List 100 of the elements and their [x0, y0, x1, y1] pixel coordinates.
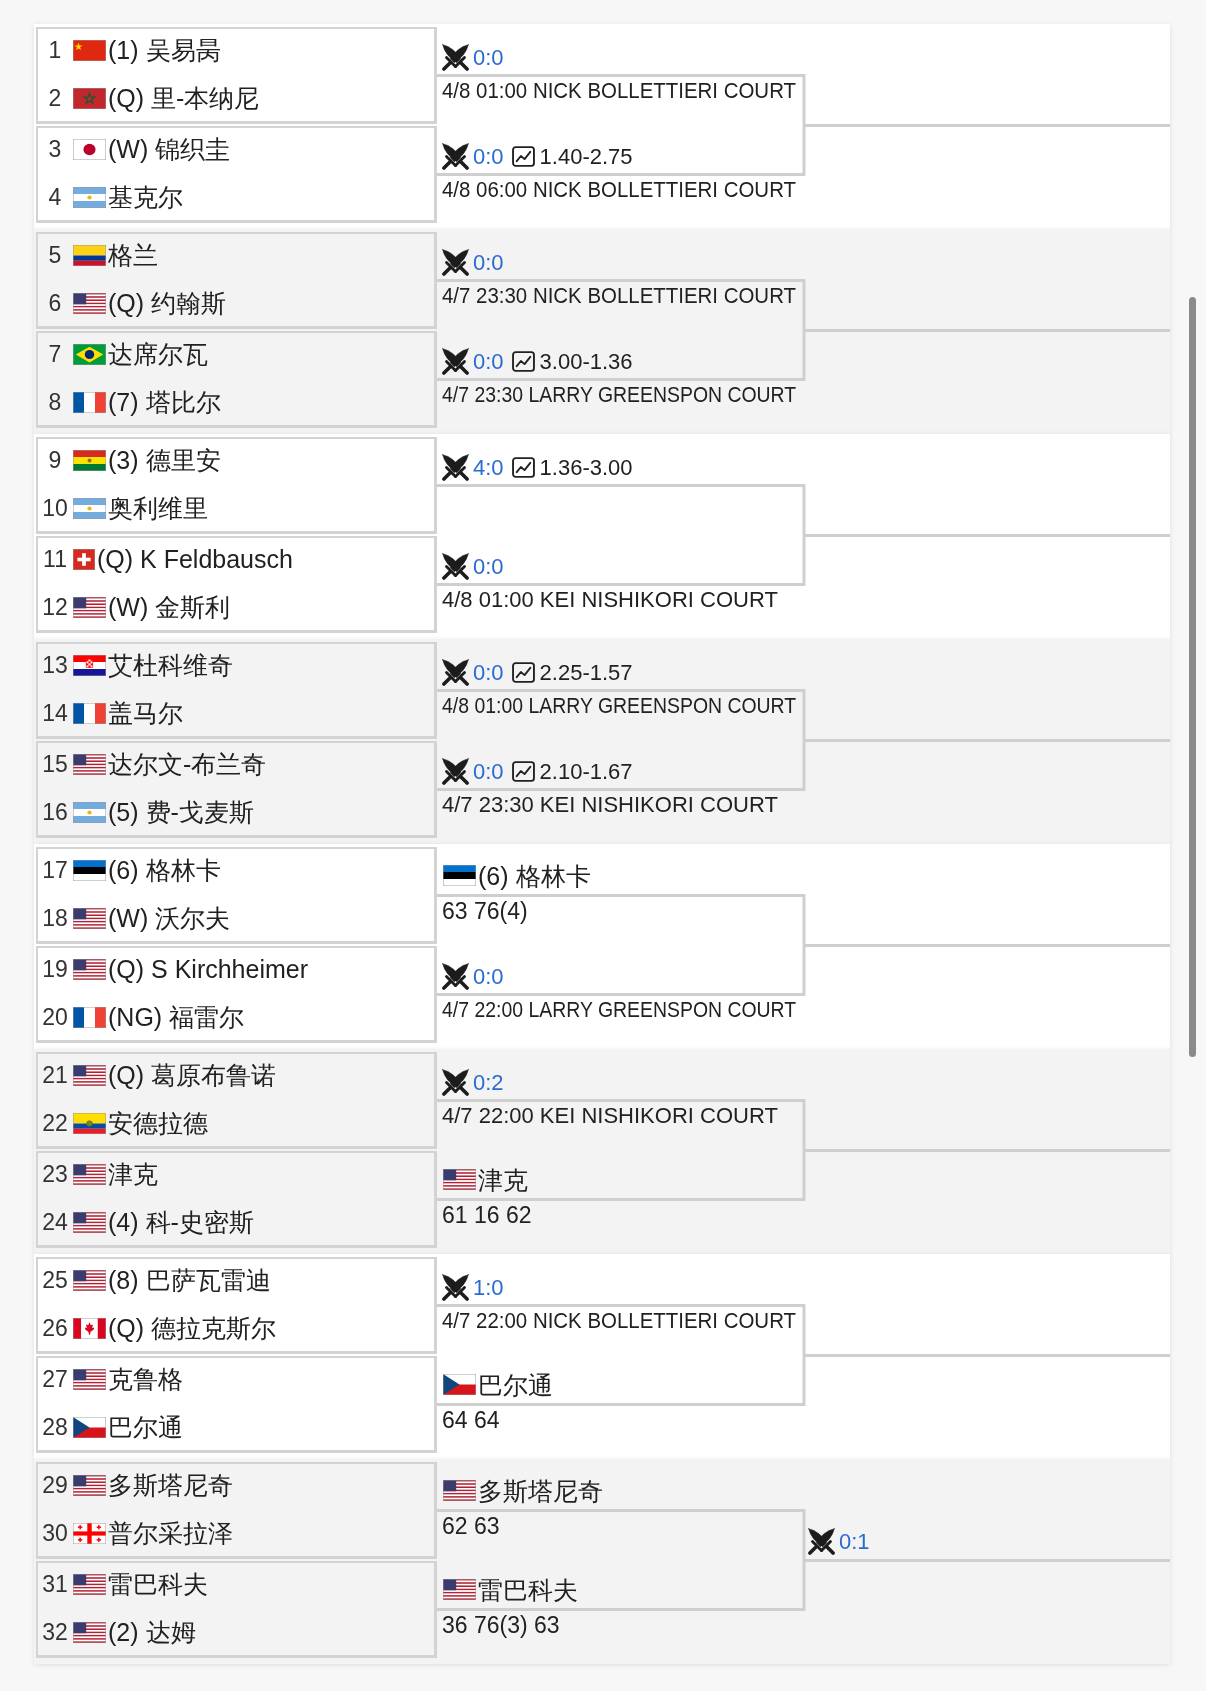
bracket-connector [437, 535, 806, 586]
match-schedule: 4/8 01:00 LARRY GREENSPON COURT [442, 693, 797, 719]
player-name: (Q) S Kirchheimer [108, 954, 309, 984]
head-to-head-score: 0:2 [473, 1068, 504, 1097]
match-box [36, 741, 437, 838]
head-to-head-score: 4:0 [473, 453, 504, 482]
draw-number: 11 [42, 545, 68, 574]
draw-number: 3 [47, 135, 63, 164]
player-name: 巴尔通 [108, 1412, 183, 1442]
player-name: (2) 达姆 [108, 1617, 196, 1647]
bracket-connector [437, 484, 806, 535]
bracket-connector [437, 1304, 806, 1355]
bracket-line [805, 123, 1170, 127]
match-score: 36 76(3) 63 [442, 1612, 560, 1638]
draw-number: 29 [41, 1471, 69, 1500]
head-to-head-score: 0:0 [473, 248, 504, 277]
draw-number: 31 [41, 1570, 69, 1599]
match-box [36, 232, 437, 329]
player-name: (W) 沃尔夫 [108, 903, 231, 933]
bracket-connector [437, 1560, 806, 1611]
draw-number: 1 [47, 36, 63, 65]
player-name: (3) 德里安 [108, 445, 221, 475]
draw-number: 9 [47, 446, 63, 475]
player-name: (1) 吴易昺 [108, 35, 221, 65]
bracket-connector [437, 1099, 806, 1150]
bracket-connector [437, 279, 806, 330]
player-name: 普尔采拉泽 [108, 1518, 233, 1548]
player-name: 达尔文-布兰奇 [108, 749, 267, 779]
bracket-line [805, 328, 1170, 332]
player-name: 基克尔 [108, 182, 183, 212]
draw-number: 21 [41, 1061, 69, 1090]
bracket-connector [437, 330, 806, 381]
player-name: (Q) K Feldbausch [97, 544, 293, 574]
draw-number: 15 [41, 750, 69, 779]
match-schedule: 4/7 23:30 KEI NISHIKORI COURT [442, 792, 778, 818]
match-score: 62 63 [442, 1513, 500, 1539]
draw-number: 22 [41, 1109, 69, 1138]
head-to-head-score: 0:1 [839, 1527, 870, 1556]
player-name: 奥利维里 [108, 493, 208, 523]
match-score: 64 64 [442, 1407, 500, 1433]
player-name: 津克 [108, 1159, 158, 1189]
draw-number: 18 [41, 904, 69, 933]
match-box [36, 437, 437, 534]
match-schedule: 4/7 22:00 NICK BOLLETTIERI COURT [442, 1308, 796, 1334]
player-name: 雷巴科夫 [108, 1569, 208, 1599]
player-name: 安德拉德 [108, 1108, 208, 1138]
head-to-head-score: 1:0 [473, 1273, 504, 1302]
match-score: 63 76(4) [442, 898, 528, 924]
winner-name: 多斯塔尼奇 [478, 1475, 603, 1506]
match-schedule: 4/8 01:00 KEI NISHIKORI COURT [442, 587, 778, 613]
player-name: (Q) 葛原布鲁诺 [108, 1060, 277, 1090]
draw-number: 5 [47, 241, 63, 270]
match-schedule: 4/7 22:00 KEI NISHIKORI COURT [442, 1103, 778, 1129]
winner-name: 巴尔通 [478, 1369, 553, 1400]
match-box [36, 847, 437, 944]
match-schedule: 4/7 22:00 LARRY GREENSPON COURT [442, 997, 797, 1023]
betting-odds: 1.36-3.00 [539, 453, 633, 482]
head-to-head-score: 0:0 [473, 552, 504, 581]
draw-number: 28 [41, 1413, 69, 1442]
player-name: (Q) 约翰斯 [108, 288, 227, 318]
draw-number: 25 [41, 1266, 69, 1295]
player-name: (4) 科-史密斯 [108, 1207, 254, 1237]
draw-number: 19 [41, 955, 69, 984]
player-name: 格兰 [108, 240, 158, 270]
draw-number: 23 [41, 1160, 69, 1189]
player-name: (Q) 德拉克斯尔 [108, 1313, 277, 1343]
match-box [36, 536, 437, 633]
match-box [36, 1561, 437, 1658]
player-name: (5) 费-戈麦斯 [108, 797, 254, 827]
match-box [36, 1151, 437, 1248]
match-box [36, 1257, 437, 1354]
head-to-head-score: 0:0 [473, 658, 504, 687]
player-name: (W) 金斯利 [108, 592, 231, 622]
draw-number: 7 [47, 340, 63, 369]
player-name: 艾杜科维奇 [108, 650, 233, 680]
draw-number: 4 [47, 183, 63, 212]
head-to-head-score: 0:0 [473, 43, 504, 72]
player-name: 多斯塔尼奇 [108, 1470, 233, 1500]
draw-number: 10 [41, 494, 69, 523]
draw-number: 30 [41, 1519, 69, 1548]
draw-number: 20 [41, 1003, 69, 1032]
bracket-connector [437, 740, 806, 791]
draw-number: 32 [41, 1618, 69, 1647]
draw-number: 17 [41, 856, 69, 885]
bracket-line [805, 943, 1170, 947]
draw-number: 27 [41, 1365, 69, 1394]
bracket-connector [437, 894, 806, 945]
winner-name: 雷巴科夫 [478, 1574, 578, 1605]
draw-number: 6 [47, 289, 63, 318]
match-score: 61 16 62 [442, 1202, 532, 1228]
player-name: 克鲁格 [108, 1364, 183, 1394]
draw-number: 12 [41, 593, 69, 622]
draw-number: 2 [47, 84, 63, 113]
player-name: 盖马尔 [108, 698, 183, 728]
match-box [36, 1356, 437, 1453]
match-schedule: 4/8 06:00 NICK BOLLETTIERI COURT [442, 177, 796, 203]
player-name: (Q) 里-本纳尼 [108, 83, 260, 113]
match-box [36, 1052, 437, 1149]
head-to-head-score: 0:0 [473, 757, 504, 786]
match-box [36, 642, 437, 739]
